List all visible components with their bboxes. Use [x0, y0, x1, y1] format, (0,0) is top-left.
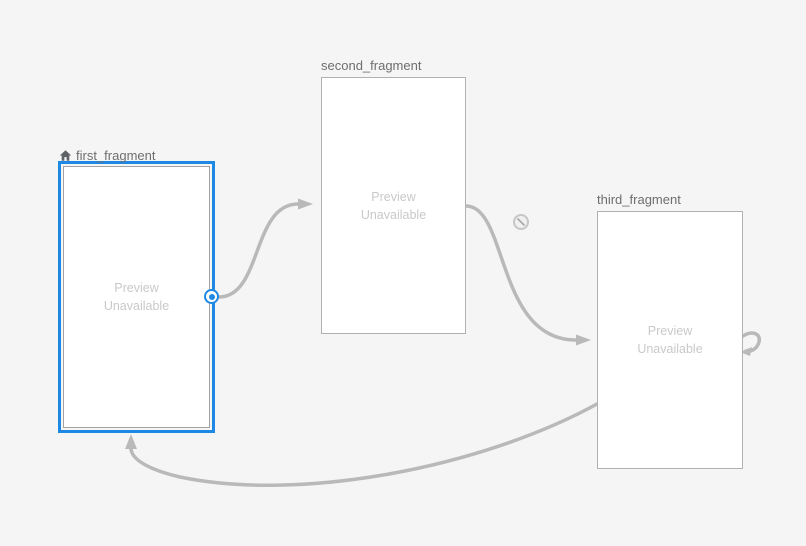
- action-edge-third-self-loop[interactable]: [740, 331, 762, 356]
- fragment-label-second: second_fragment: [321, 57, 421, 73]
- preview-unavailable-text: Preview Unavailable: [360, 189, 427, 222]
- fragment-card-second[interactable]: second_fragment Preview Unavailable: [321, 58, 466, 334]
- fragment-label-third: third_fragment: [597, 191, 681, 207]
- connection-handle-dot: [208, 293, 215, 300]
- pop-action-icon: [513, 214, 529, 230]
- connection-handle[interactable]: [204, 289, 219, 304]
- action-edge-third-to-first[interactable]: [125, 402, 599, 487]
- fragment-label-text: third_fragment: [597, 191, 681, 207]
- start-destination-home-icon: [59, 149, 72, 161]
- action-edge-first-to-second[interactable]: [217, 198, 313, 299]
- fragment-label-first: first_fragment: [59, 147, 155, 163]
- fragment-card-third[interactable]: third_fragment Preview Unavailable: [597, 192, 743, 469]
- preview-unavailable-text: Preview Unavailable: [103, 281, 170, 313]
- action-edge-second-to-third[interactable]: [464, 204, 591, 346]
- preview-unavailable-text: Preview Unavailable: [637, 324, 703, 356]
- fragment-card-first[interactable]: first_fragment Preview Unavailable: [58, 148, 215, 433]
- fragment-label-text: first_fragment: [76, 147, 156, 163]
- fragment-label-text: second_fragment: [321, 57, 422, 73]
